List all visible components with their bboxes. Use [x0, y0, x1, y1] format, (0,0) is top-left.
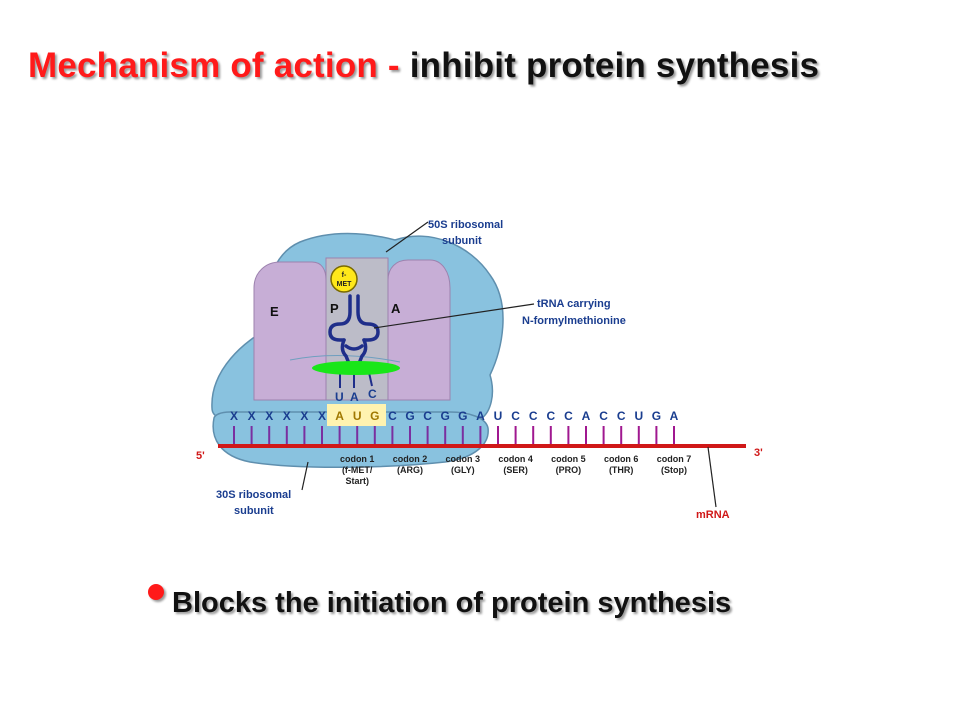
label-30s-line1: 30S ribosomal — [216, 489, 291, 501]
mrna-base: C — [529, 409, 538, 423]
codon-label: (ARG) — [397, 465, 423, 475]
mrna-base: G — [370, 409, 379, 423]
mrna-base: G — [458, 409, 467, 423]
mrna-base: A — [476, 409, 485, 423]
codon-label: Start) — [345, 476, 369, 486]
mrna-base: X — [300, 409, 308, 423]
codon-label: codon 4 — [498, 454, 533, 464]
mrna-base: U — [353, 409, 362, 423]
site-a-label: A — [391, 301, 401, 316]
codon-label: (PRO) — [556, 465, 582, 475]
mrna-base: X — [283, 409, 291, 423]
mrna-base: U — [634, 409, 643, 423]
three-prime-label: 3' — [754, 447, 763, 459]
interior-line — [289, 354, 401, 363]
label-50s-line1: 50S ribosomal — [428, 219, 503, 231]
fmet-circle — [330, 265, 358, 293]
mrna-base: C — [564, 409, 573, 423]
codon-label: codon 7 — [657, 454, 692, 464]
callout-30s-line — [301, 461, 309, 491]
mrna-base: G — [652, 409, 661, 423]
mrna-base: C — [546, 409, 555, 423]
mrna-base: A — [335, 409, 344, 423]
mrna-base: G — [405, 409, 414, 423]
mrna-base: C — [617, 409, 626, 423]
anticodon-a: A — [350, 390, 359, 404]
label-trna-line2: N-formylmethionine — [522, 315, 626, 327]
codon-label: codon 1 — [340, 454, 375, 464]
codon-label: codon 2 — [393, 454, 428, 464]
codon-label: (GLY) — [451, 465, 475, 475]
mrna-base: G — [441, 409, 450, 423]
site-e-label: E — [270, 304, 279, 319]
mrna-base: C — [599, 409, 608, 423]
codon-label: (f-MET/ — [342, 465, 373, 475]
site-p-label: P — [330, 301, 339, 316]
codon-label: (SER) — [503, 465, 528, 475]
bullet-text: Blocks the initiation of protein synthes… — [172, 587, 732, 619]
mrna-label: mRNA — [696, 509, 730, 521]
bullet-item: Blocks the initiation of protein synthes… — [148, 584, 731, 620]
callout-50s-line — [385, 221, 429, 253]
anticodon-u: U — [335, 390, 344, 404]
mrna-base: C — [388, 409, 397, 423]
label-trna-line1: tRNA carrying — [537, 298, 611, 310]
title-highlight: Mechanism of action - — [28, 46, 400, 85]
drug-molecule — [312, 361, 400, 375]
codon-label: codon 3 — [446, 454, 481, 464]
callout-trna-line — [373, 303, 535, 329]
codon-label: codon 5 — [551, 454, 586, 464]
bullet-dot-icon — [148, 584, 164, 600]
mrna-base: U — [494, 409, 503, 423]
mrna-base: X — [230, 409, 238, 423]
mrna-base: X — [248, 409, 256, 423]
fmet-label-line2: MET — [337, 281, 353, 288]
slide-title: Mechanism of action - inhibit protein sy… — [28, 46, 819, 86]
anticodon-c: C — [368, 387, 377, 401]
codon-label: (Stop) — [661, 465, 687, 475]
mrna-base: C — [423, 409, 432, 423]
five-prime-label: 5' — [196, 450, 205, 462]
trna-molecule — [328, 294, 380, 368]
callout-mrna-line — [707, 446, 717, 508]
label-50s-line2: subunit — [442, 235, 482, 247]
codon-label: codon 6 — [604, 454, 639, 464]
title-rest: inhibit protein synthesis — [409, 46, 820, 85]
mrna-base: A — [670, 409, 679, 423]
fmet-label-line1: f- — [342, 272, 347, 279]
site-e-region — [253, 261, 327, 401]
label-30s-line2: subunit — [234, 505, 274, 517]
codon-labels: codon 1(f-MET/Start)codon 2(ARG)codon 3(… — [340, 454, 691, 486]
mrna-base: X — [318, 409, 326, 423]
ribosome-30s-shape — [212, 411, 489, 468]
start-codon-highlight — [327, 404, 386, 426]
mrna-teeth — [233, 426, 675, 445]
mrna-base: X — [265, 409, 273, 423]
mrna-base: A — [582, 409, 591, 423]
mrna-base: C — [511, 409, 520, 423]
codon-label: (THR) — [609, 465, 634, 475]
site-a-region — [387, 259, 451, 401]
